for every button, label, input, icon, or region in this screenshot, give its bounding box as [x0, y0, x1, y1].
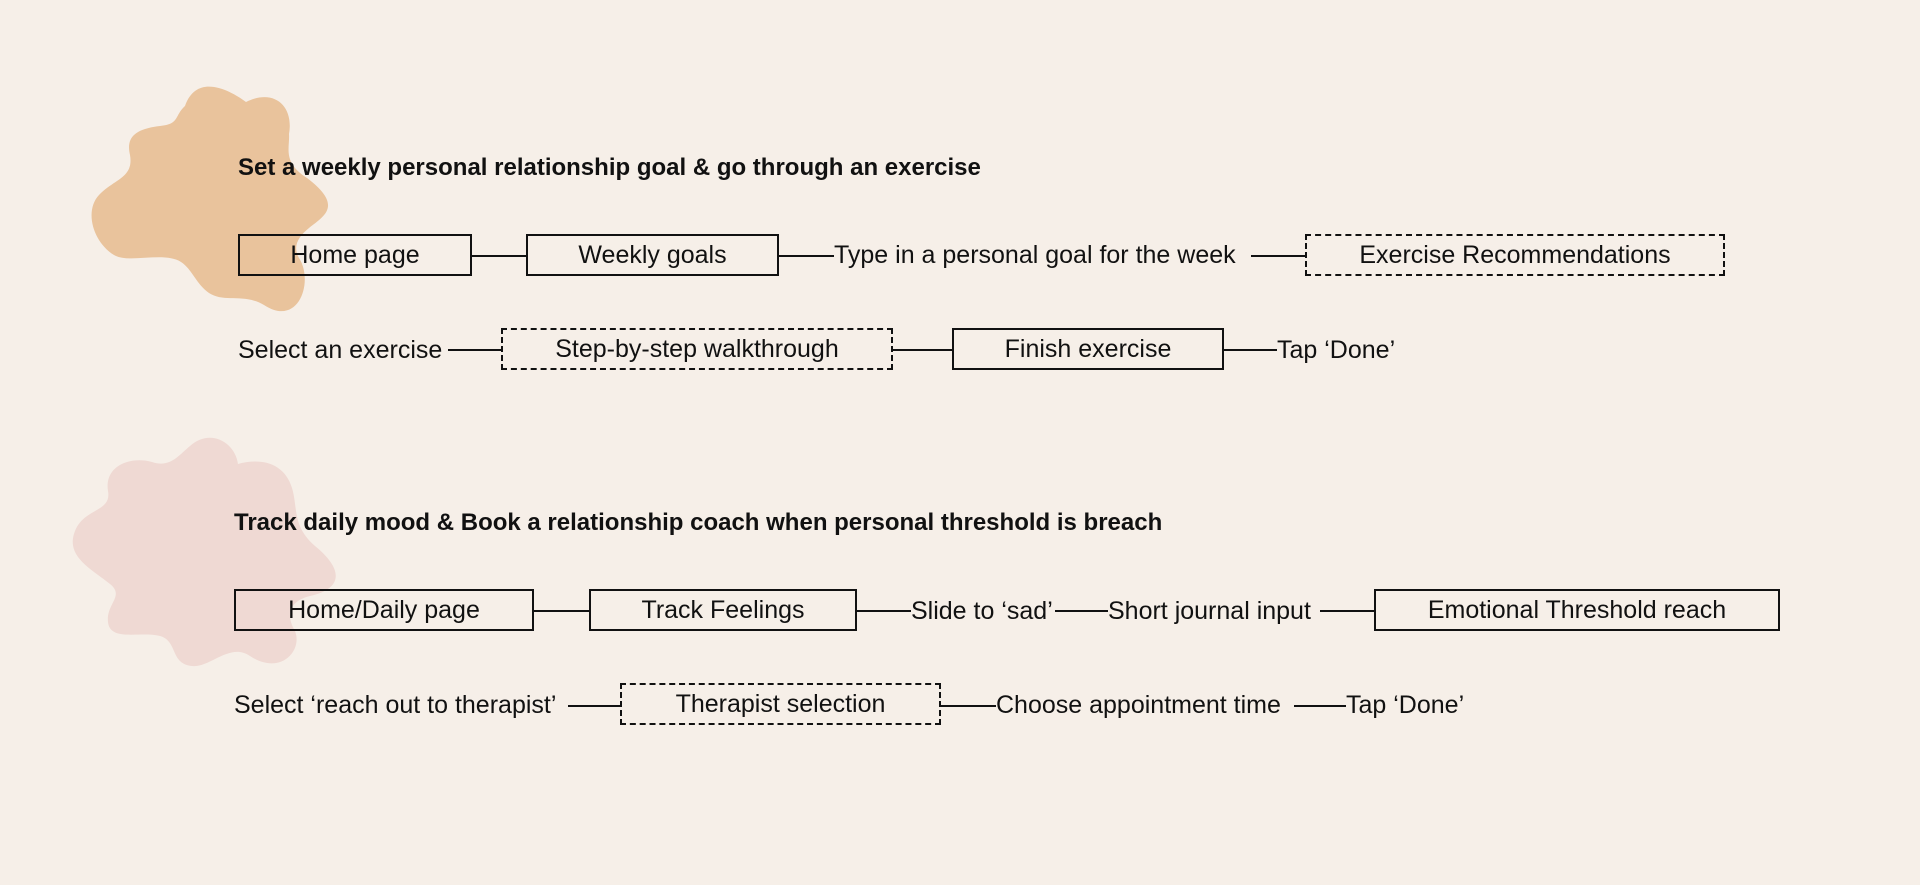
home-daily-page-box: Home/Daily page: [234, 589, 534, 631]
flow2-title: Track daily mood & Book a relationship c…: [234, 509, 1163, 536]
track-feelings-box: Track Feelings: [589, 589, 857, 631]
connector: [893, 349, 952, 351]
weekly-goals-box: Weekly goals: [526, 234, 779, 276]
connector: [1224, 349, 1277, 351]
connector: [1320, 610, 1374, 612]
journal-input-step: Short journal input: [1108, 596, 1311, 625]
connector: [1294, 705, 1346, 707]
connector: [941, 705, 996, 707]
connector: [779, 255, 834, 257]
choose-time-step: Choose appointment time: [996, 690, 1281, 719]
connector: [1055, 610, 1108, 612]
type-goal-step: Type in a personal goal for the week: [834, 240, 1236, 269]
finish-exercise-box: Finish exercise: [952, 328, 1224, 370]
connector: [534, 610, 589, 612]
slide-sad-step: Slide to ‘sad’: [911, 596, 1053, 625]
connector: [448, 349, 501, 351]
connector: [857, 610, 911, 612]
tap-done-step: Tap ‘Done’: [1277, 335, 1396, 364]
orange-blob-decoration: [84, 86, 344, 318]
home-page-box: Home page: [238, 234, 472, 276]
flow1-title: Set a weekly personal relationship goal …: [238, 154, 981, 181]
emotional-threshold-box: Emotional Threshold reach: [1374, 589, 1780, 631]
connector: [568, 705, 620, 707]
exercise-recommendations-box: Exercise Recommendations: [1305, 234, 1725, 276]
connector: [1251, 255, 1305, 257]
tap-done-step: Tap ‘Done’: [1346, 690, 1465, 719]
pink-blob-decoration: [70, 436, 350, 676]
step-by-step-walkthrough-box: Step-by-step walkthrough: [501, 328, 893, 370]
connector: [472, 255, 526, 257]
therapist-selection-box: Therapist selection: [620, 683, 941, 725]
select-exercise-step: Select an exercise: [238, 335, 443, 364]
reach-out-step: Select ‘reach out to therapist’: [234, 690, 557, 719]
